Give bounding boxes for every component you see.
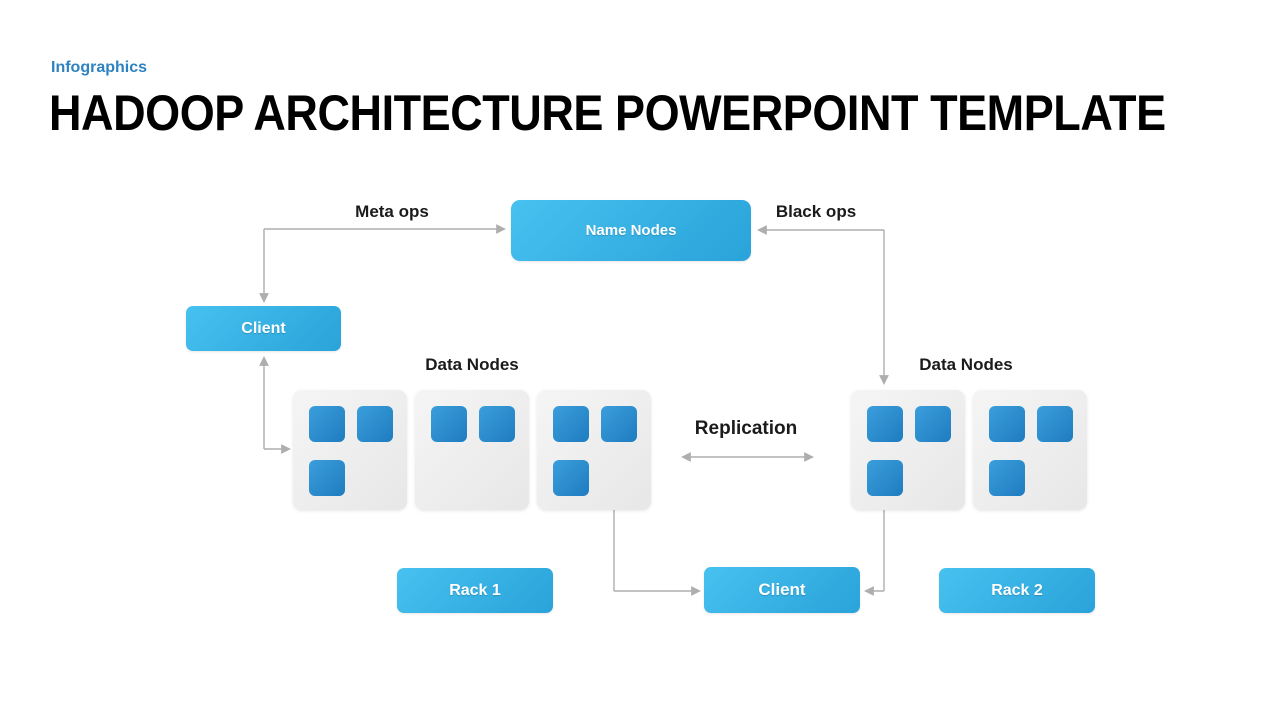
page-title: HADOOP ARCHITECTURE POWERPOINT TEMPLATE	[49, 85, 1166, 141]
data-node-group-right	[851, 390, 1087, 510]
data-block-chip	[867, 460, 903, 496]
meta-ops-label: Meta ops	[355, 202, 429, 221]
data-node-box	[415, 390, 529, 510]
data-node-box	[537, 390, 651, 510]
rack-1-shape[interactable]: Rack 1	[397, 568, 553, 613]
data-block-chip	[553, 460, 589, 496]
data-block-chip	[989, 406, 1025, 442]
data-block-chip	[989, 460, 1025, 496]
data-node-box	[293, 390, 407, 510]
eyebrow-link[interactable]: Infographics	[51, 59, 148, 76]
black-ops-label: Black ops	[775, 202, 857, 221]
data-block-chip	[553, 406, 589, 442]
data-block-chip	[1037, 406, 1073, 442]
data-block-chip	[479, 406, 515, 442]
data-block-chip	[431, 406, 467, 442]
data-block-chip	[601, 406, 637, 442]
client-bottom-shape[interactable]: Client	[704, 567, 860, 613]
data-block-chip	[915, 406, 951, 442]
rack-2-shape[interactable]: Rack 2	[939, 568, 1095, 613]
data-block-chip	[867, 406, 903, 442]
data-nodes-right-label: Data Nodes	[919, 355, 1013, 374]
data-node-box	[973, 390, 1087, 510]
data-block-chip	[309, 460, 345, 496]
replication-label: Replication	[694, 418, 798, 439]
data-node-box	[851, 390, 965, 510]
data-nodes-left-label: Data Nodes	[425, 355, 519, 374]
data-block-chip	[309, 406, 345, 442]
client-left-shape[interactable]: Client	[186, 306, 341, 351]
name-nodes-shape[interactable]: Name Nodes	[511, 200, 751, 261]
data-node-group-left	[293, 390, 651, 510]
data-block-chip	[357, 406, 393, 442]
